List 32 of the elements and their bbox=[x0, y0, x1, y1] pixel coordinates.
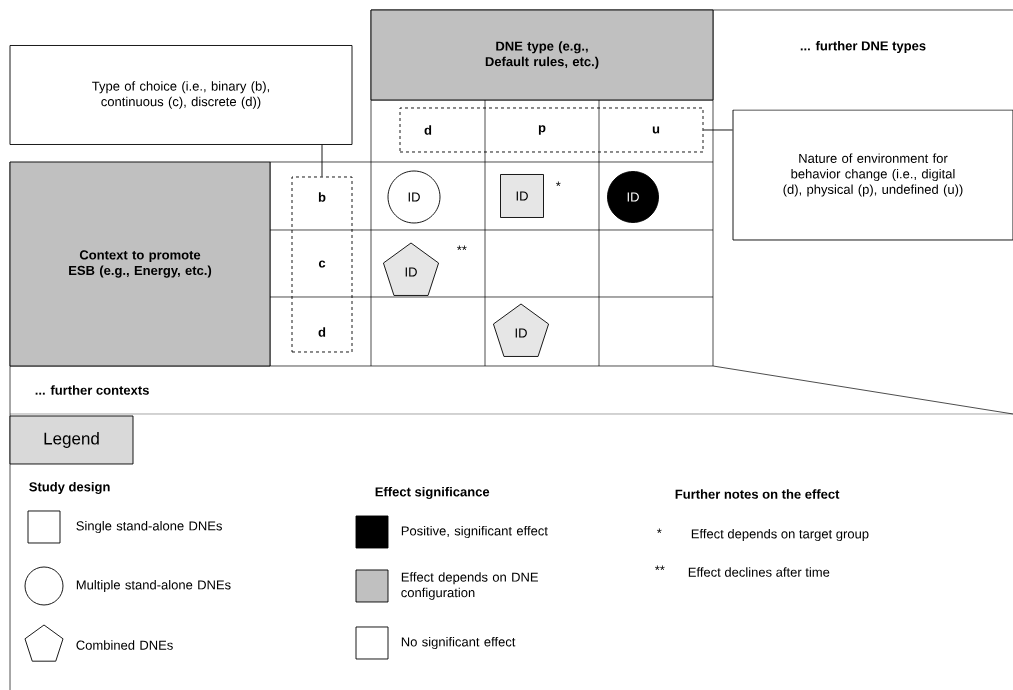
section-heading: Study design bbox=[29, 481, 110, 495]
callout-box: Type of choice (i.e., binary (b), continuous (c), discrete (d)) bbox=[9, 45, 353, 145]
legend-label: Multiple stand-alone DNEs bbox=[76, 579, 231, 593]
section-heading: Further notes on the effect bbox=[675, 489, 840, 499]
legend-title-box: Legend bbox=[9, 415, 134, 465]
dashed-group-box bbox=[291, 176, 353, 353]
note-mark: ** bbox=[457, 245, 467, 251]
legend-label: No significant effect bbox=[401, 636, 516, 650]
note-text: Effect depends on target group bbox=[691, 528, 869, 542]
leader-line bbox=[321, 144, 323, 177]
legend-label: Single stand-alone DNEs bbox=[76, 520, 222, 534]
note-mark: * bbox=[556, 181, 561, 187]
note-text: Effect declines after time bbox=[688, 567, 830, 577]
row-label: d bbox=[318, 327, 326, 337]
column-label: p bbox=[538, 125, 546, 135]
column-label: u bbox=[652, 126, 660, 134]
section-heading: Effect significance bbox=[375, 486, 490, 500]
header-cell: Context to promote ESB (e.g., Energy, etc.) bbox=[9, 161, 271, 367]
row-label: c bbox=[318, 260, 326, 268]
column-header: ... further DNE types bbox=[800, 40, 926, 54]
note-mark: * bbox=[657, 528, 662, 534]
legend-label: Positive, significant effect bbox=[401, 525, 548, 539]
note-mark: ** bbox=[655, 565, 665, 571]
legend-label: Combined DNEs bbox=[76, 640, 173, 650]
legend-label: Effect depends on DNE configuration bbox=[401, 572, 538, 600]
row-header: ... further contexts bbox=[35, 385, 149, 395]
column-label: d bbox=[424, 125, 432, 135]
leader-line bbox=[703, 129, 733, 131]
callout-box: Nature of environment for behavior change (i.e., digital (d), physical (p), undefined (u)) bbox=[732, 109, 1013, 241]
header-cell: DNE type (e.g., Default rules, etc.) bbox=[370, 9, 714, 101]
row-label: b bbox=[318, 192, 326, 202]
dashed-group-box bbox=[399, 107, 704, 153]
